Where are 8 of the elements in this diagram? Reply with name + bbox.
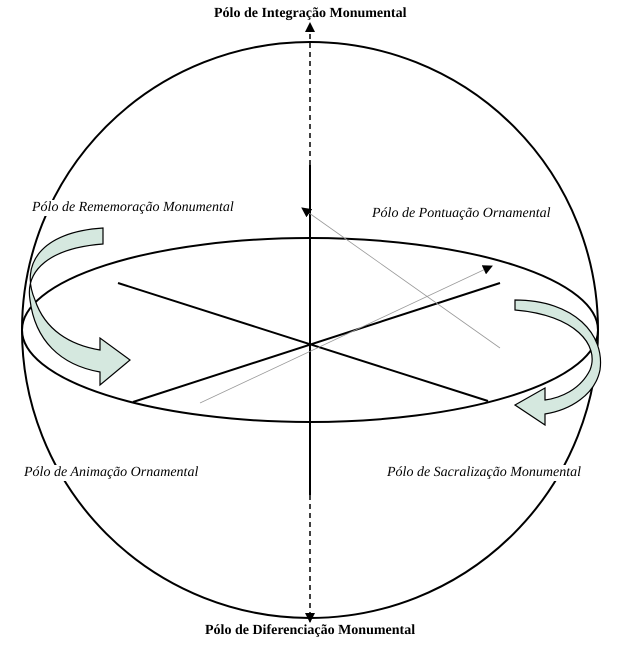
pole-label: Pólo de Animação Ornamental — [22, 465, 200, 481]
pole-heading: Pólo de Diferenciação Monumental — [203, 623, 418, 639]
pole-label: Pólo de Rememoração Monumental — [30, 200, 236, 216]
pole-label: Pólo de Sacralização Monumental — [385, 465, 584, 481]
pole-heading: Pólo de Integração Monumental — [212, 6, 408, 22]
arrow — [305, 495, 315, 623]
pole-label: Pólo de Pontuação Ornamental — [370, 206, 552, 222]
arrow — [305, 22, 315, 165]
